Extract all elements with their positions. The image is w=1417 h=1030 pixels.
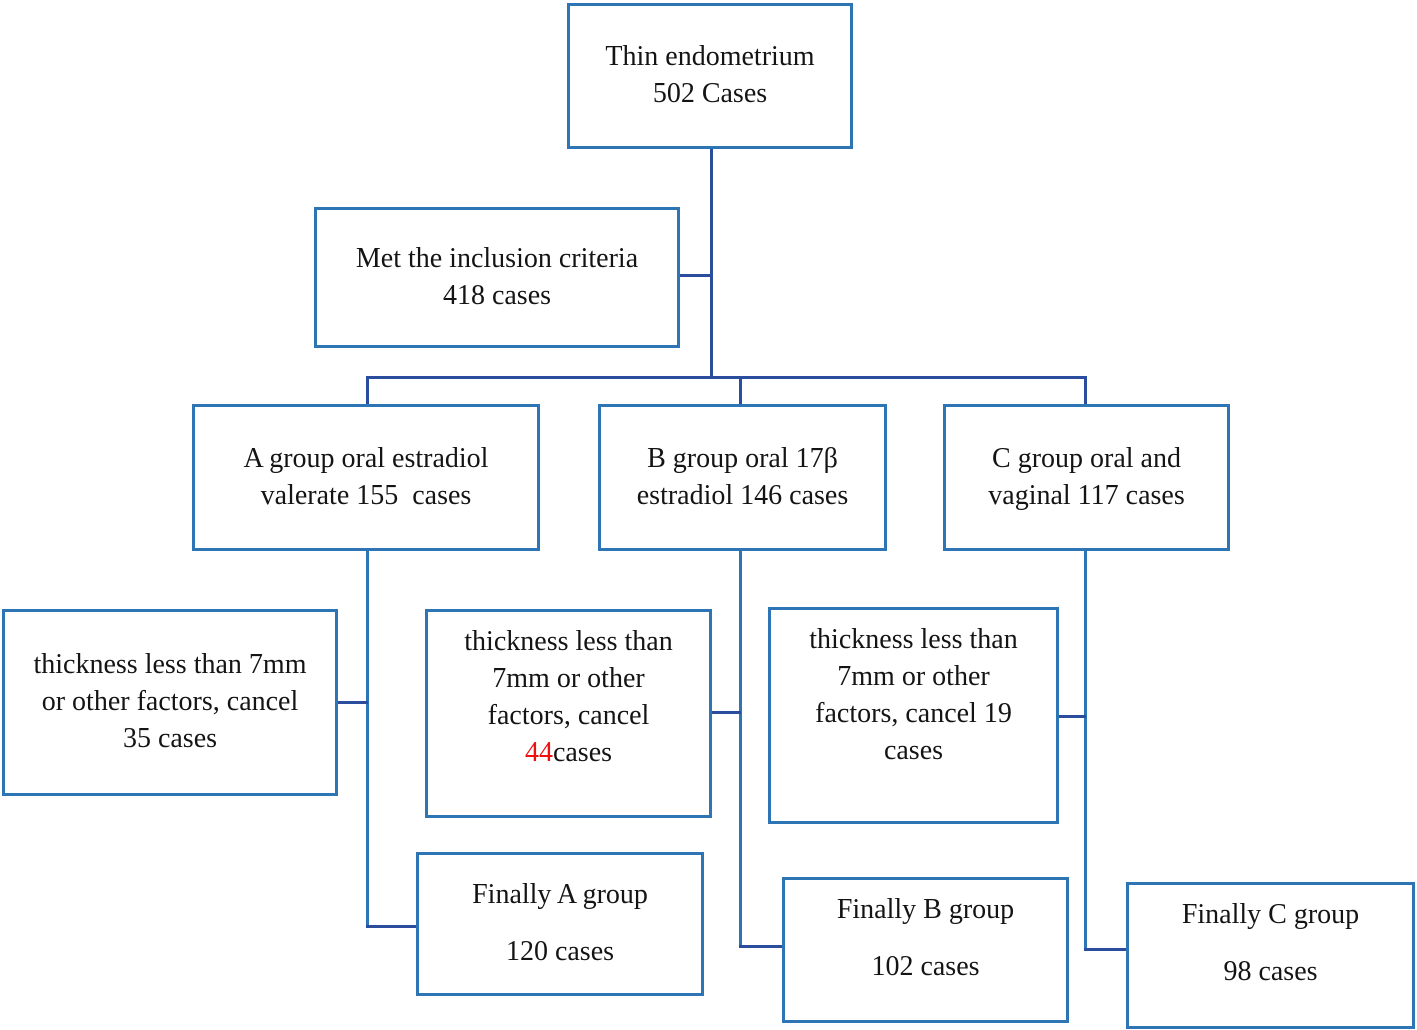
connector-vertical-group-a [366, 550, 369, 928]
box-final-a-line2: 120 cases [505, 936, 615, 967]
connector-elbow-final-c [1084, 948, 1128, 951]
connector-elbow-final-a [366, 925, 418, 928]
box-group-c-line1: C group oral and [992, 442, 1181, 474]
box-inclusion-criteria: Met the inclusion criteria 418 cases [314, 207, 680, 348]
box-group-b-line1: B group oral 17β [647, 442, 838, 474]
box-cancel-group-b: thickness less than 7mm or other factors… [425, 609, 712, 818]
box-group-c: C group oral and vaginal 117 cases [943, 404, 1230, 551]
box-final-c-line1: Finally C group [1181, 899, 1360, 930]
box-cancel-c-line2: 7mm or other [837, 660, 990, 692]
box-final-c-line2: 98 cases [1223, 955, 1318, 987]
box-group-b: B group oral 17β estradiol 146 cases [598, 404, 887, 551]
box-final-b-line2: 102 cases [871, 950, 980, 982]
box-final-a-line1: Finally A group [472, 879, 648, 911]
box-thin-endometrium-line1: Thin endometrium [605, 41, 815, 73]
connector-drop-group-a [366, 376, 369, 406]
box-cancel-b-line1: thickness less than [464, 626, 673, 657]
box-cancel-b-line3: factors, cancel [487, 699, 650, 731]
connector-top-vertical [710, 149, 713, 378]
box-cancel-group-c: thickness less than 7mm or other factors… [768, 607, 1059, 824]
box-cancel-group-a: thickness less than 7mm or other factors… [2, 609, 338, 796]
box-group-a-line1: A group oral estradiol [243, 442, 489, 474]
box-cancel-a-line1: thickness less than 7mm [33, 649, 307, 681]
box-final-b-line1: Finally B group [836, 894, 1015, 925]
cancel-b-line4-rest: cases [552, 736, 613, 768]
connector-inclusion-horizontal [678, 274, 712, 277]
connector-branch-horizontal [366, 376, 1087, 379]
box-cancel-a-line2: or other factors, cancel [41, 686, 299, 718]
box-group-a: A group oral estradiol valerate 155 case… [192, 404, 540, 551]
connector-cancel-a [337, 701, 368, 704]
box-thin-endometrium: Thin endometrium 502 Cases [567, 3, 853, 149]
box-cancel-b-line2: 7mm or other [492, 662, 645, 694]
connector-vertical-group-c [1084, 550, 1087, 951]
box-group-c-line2: vaginal 117 cases [988, 479, 1185, 511]
box-inclusion-line1: Met the inclusion criteria [355, 242, 639, 274]
box-cancel-a-line3: 35 cases [122, 722, 218, 754]
connector-cancel-b [711, 711, 741, 714]
box-thin-endometrium-line2: 502 Cases [652, 78, 768, 109]
connector-vertical-group-b [739, 550, 742, 948]
box-final-group-a: Finally A group 120 cases [416, 852, 704, 996]
box-inclusion-line2: 418 cases [442, 279, 552, 311]
box-group-b-line2: estradiol 146 cases [636, 479, 849, 511]
box-cancel-b-line4: 44cases [525, 735, 612, 772]
box-cancel-c-line1: thickness less than [809, 624, 1018, 655]
box-group-a-line2: valerate 155 cases [260, 479, 472, 511]
box-final-group-c: Finally C group 98 cases [1126, 882, 1415, 1029]
cancel-b-highlight-count: 44 [524, 736, 553, 768]
connector-cancel-c [1058, 715, 1086, 718]
connector-elbow-final-b [739, 945, 784, 948]
box-final-group-b: Finally B group 102 cases [782, 877, 1069, 1023]
connector-drop-group-b [739, 376, 742, 406]
connector-drop-group-c [1084, 376, 1087, 406]
box-cancel-c-line4: cases [883, 734, 944, 766]
box-cancel-c-line3: factors, cancel 19 [815, 697, 1012, 729]
